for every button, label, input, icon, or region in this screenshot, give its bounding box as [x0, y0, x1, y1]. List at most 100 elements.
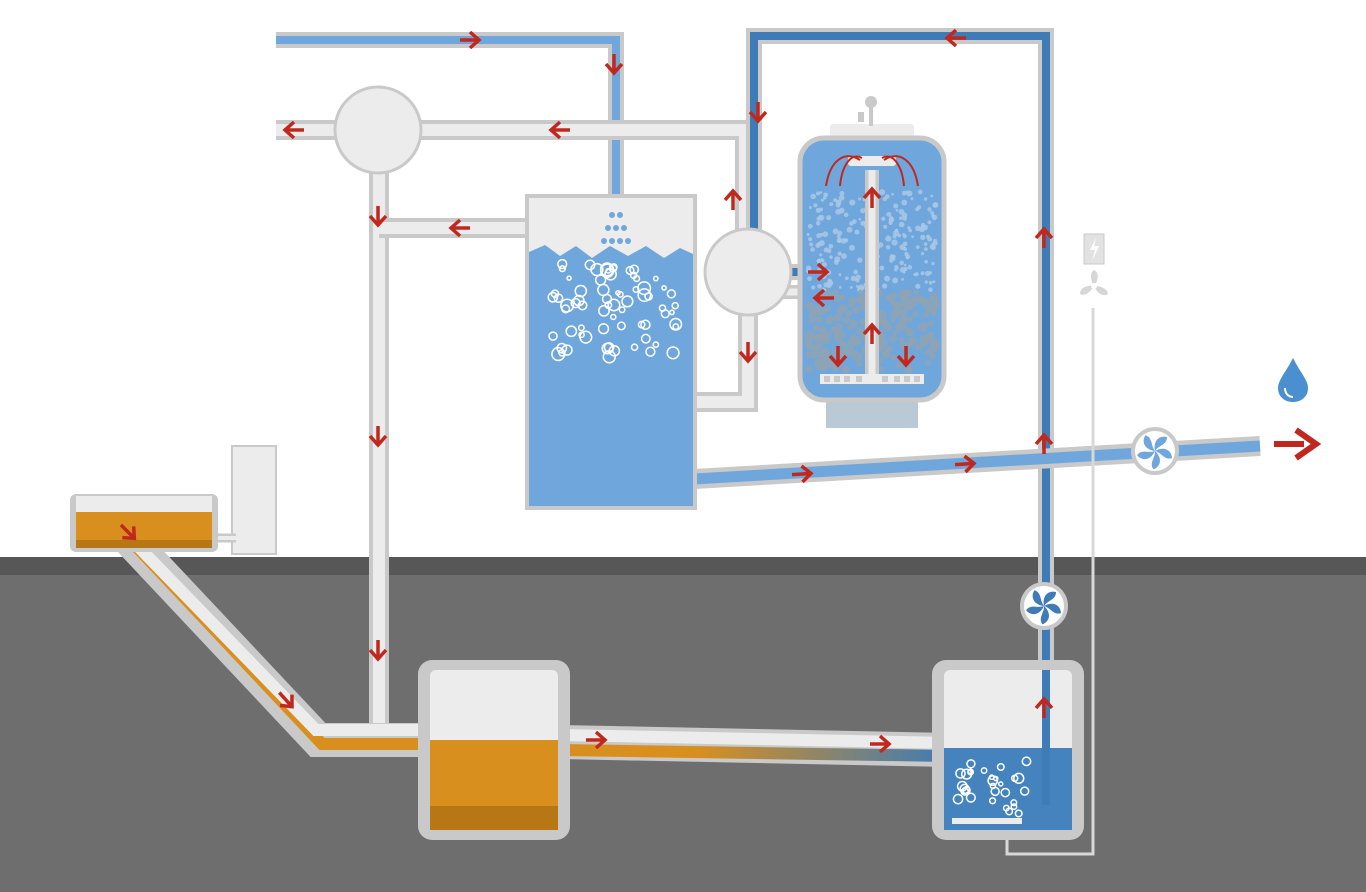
bubble: [610, 313, 617, 321]
valve-right: [703, 227, 793, 317]
filter-granule: [805, 342, 814, 351]
filter-granule: [893, 203, 899, 209]
bubble: [637, 320, 646, 329]
filter-granule: [817, 267, 822, 272]
filter-granule: [911, 310, 919, 318]
flow-arrow: [448, 218, 470, 238]
filter-granule: [895, 362, 903, 370]
flow-arrow: [862, 322, 882, 344]
bubble: [962, 785, 971, 795]
filter-granule: [901, 299, 911, 308]
bubble: [989, 782, 997, 790]
filter-granule: [928, 287, 933, 293]
filter-granule: [901, 199, 908, 206]
bubble: [597, 323, 610, 335]
filter-granule: [901, 277, 905, 281]
backwash-pipe: [746, 28, 1054, 805]
flow-arrow: [282, 120, 304, 140]
filter-granule: [810, 247, 815, 252]
filter-granule: [923, 247, 928, 251]
filter-granule: [907, 316, 914, 322]
bubble: [671, 301, 679, 310]
filter-granule: [857, 289, 863, 295]
spray-nozzles: [825, 155, 919, 187]
filter-granule: [910, 197, 914, 201]
bubble: [616, 321, 626, 331]
filter-granule: [913, 289, 919, 296]
filter-granule: [876, 310, 887, 320]
filter-granule: [849, 334, 857, 341]
filter-granule: [841, 365, 850, 374]
bubble: [1010, 774, 1019, 783]
filter-granule: [933, 240, 938, 246]
filter-granule: [845, 310, 853, 318]
filter-nozzle-plate: [824, 376, 920, 382]
bubble: [1013, 772, 1025, 784]
filter-granule: [835, 322, 843, 330]
filter-granule: [902, 234, 907, 239]
filter-granule: [928, 271, 932, 275]
filter-granule: [930, 194, 934, 198]
bubble: [553, 293, 564, 304]
filter-granule: [839, 207, 845, 214]
air-pipe-upper: [276, 120, 755, 250]
filter-granule: [925, 234, 931, 239]
filter-granule: [825, 306, 831, 313]
filter-granule: [883, 224, 888, 229]
filter-granule: [854, 229, 860, 235]
filter-granule: [814, 316, 821, 323]
filter-granule: [804, 330, 815, 341]
filter-granule: [911, 235, 914, 239]
filter-granule: [816, 258, 822, 264]
filter-granule: [831, 289, 839, 297]
filter-granule: [884, 194, 890, 200]
filter-granule: [922, 224, 928, 231]
flow-arrow: [368, 426, 388, 448]
filter-granule: [818, 214, 825, 221]
filter-granule: [921, 326, 927, 333]
filter-granule: [834, 256, 841, 263]
filter-granule: [898, 221, 905, 228]
flow-arrow: [368, 206, 388, 228]
filter-granule: [920, 252, 925, 256]
bubble: [602, 350, 617, 364]
flow-arrow: [896, 346, 916, 368]
filter-granule: [932, 202, 938, 208]
flow-arrow: [954, 454, 977, 474]
bubble: [561, 344, 573, 356]
filter-granule: [829, 202, 834, 207]
filter-granule: [832, 327, 839, 335]
filter-granule: [889, 254, 895, 261]
filter-granule: [808, 236, 813, 242]
sludge-sump: [418, 660, 570, 840]
filter-granule: [903, 266, 908, 272]
water-drop-icon: [1278, 358, 1308, 402]
filter-granule: [822, 331, 832, 340]
filter-granule: [904, 365, 913, 374]
filter-granule: [818, 240, 825, 247]
flow-arrow: [1034, 432, 1054, 454]
filter-granule: [809, 349, 819, 359]
filter-granule: [882, 283, 888, 289]
water-droplets-icon: [601, 212, 631, 244]
filter-granule: [919, 335, 930, 345]
filter-granule: [924, 280, 928, 284]
filter-granule: [908, 303, 915, 310]
filter-granule: [909, 337, 918, 345]
gauge-icon: [858, 96, 877, 126]
filter-granule: [925, 359, 932, 366]
flow-arrow: [586, 730, 608, 750]
filter-granule: [885, 235, 892, 242]
filter-granule: [810, 193, 816, 200]
filter-granule: [821, 261, 827, 268]
aeration-basin: [932, 660, 1084, 840]
lightning-icon: [1083, 233, 1105, 265]
bubble: [566, 275, 572, 281]
filter-granule: [820, 347, 830, 357]
bubble: [1014, 809, 1023, 818]
bubble: [601, 342, 614, 355]
filter-granule: [923, 349, 930, 356]
filter-granule: [811, 285, 816, 290]
filter-granule: [890, 354, 897, 361]
